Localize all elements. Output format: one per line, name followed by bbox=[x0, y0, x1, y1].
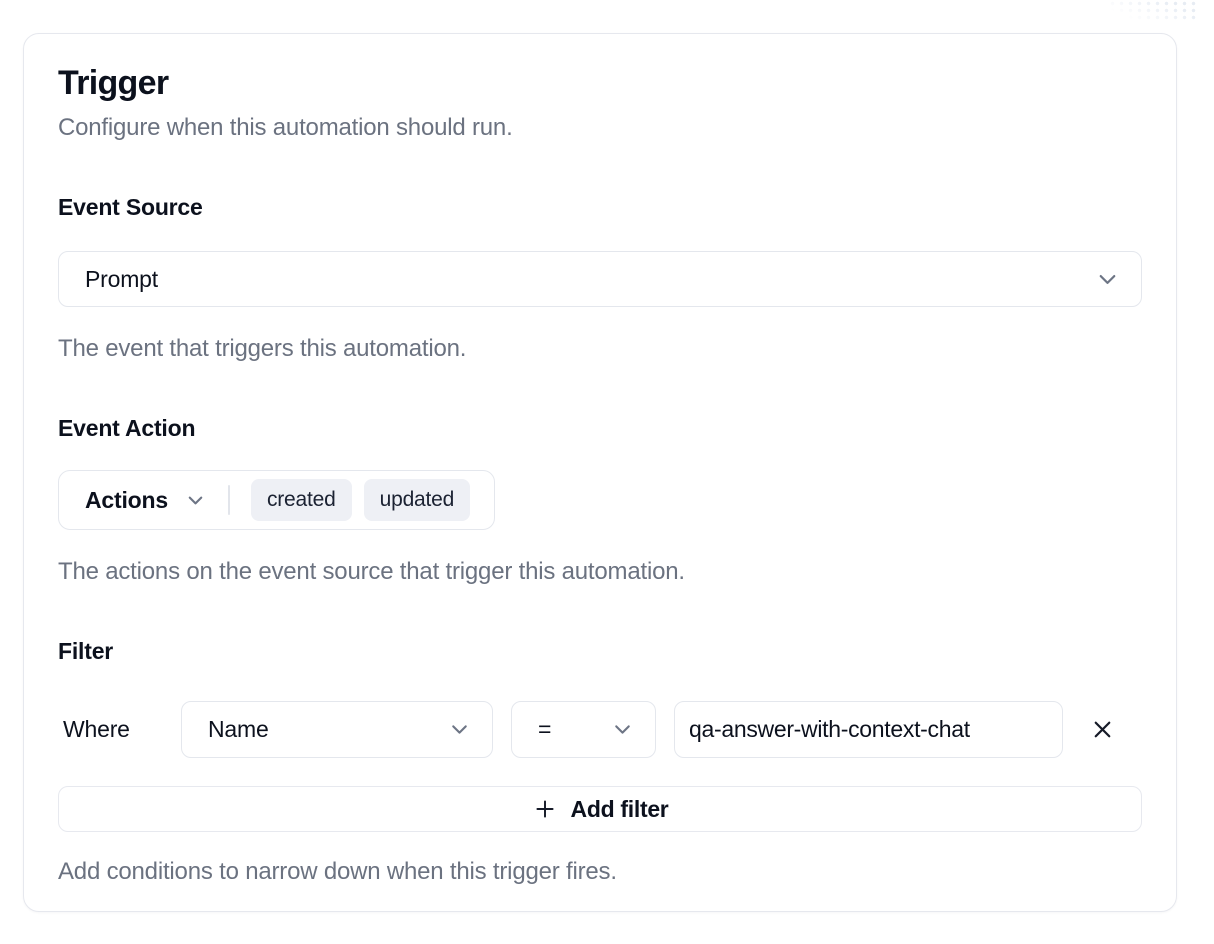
filter-help: Add conditions to narrow down when this … bbox=[58, 858, 617, 886]
vertical-divider bbox=[227, 485, 230, 516]
where-label: Where bbox=[63, 716, 130, 743]
action-chip-created[interactable]: created bbox=[250, 479, 352, 522]
page-title: Trigger bbox=[58, 64, 169, 102]
close-icon bbox=[1089, 716, 1116, 743]
event-action-control: Actions created updated bbox=[58, 470, 496, 531]
event-action-label: Event Action bbox=[58, 415, 196, 442]
add-filter-label: Add filter bbox=[570, 795, 669, 822]
add-filter-button[interactable]: Add filter bbox=[58, 786, 1142, 833]
filter-operator-selected-value: = bbox=[538, 716, 552, 743]
selected-action-chips: created updated bbox=[250, 479, 471, 522]
event-source-help: The event that triggers this automation. bbox=[58, 335, 467, 363]
chevron-down-icon bbox=[184, 489, 207, 512]
event-source-selected-value: Prompt bbox=[85, 265, 158, 292]
filter-value-input[interactable] bbox=[674, 701, 1063, 759]
filter-label: Filter bbox=[58, 638, 114, 665]
chevron-down-icon bbox=[610, 717, 635, 742]
actions-dropdown-label: Actions bbox=[85, 486, 168, 513]
plus-icon bbox=[532, 796, 558, 822]
event-action-section: Event Action Actions created updated The… bbox=[58, 414, 1142, 587]
trigger-card: Trigger Configure when this automation s… bbox=[23, 33, 1177, 912]
event-source-section: Event Source Prompt The event that trigg… bbox=[58, 193, 1142, 364]
filter-row: Where Name = bbox=[58, 701, 1142, 759]
filter-operator-select[interactable]: = bbox=[511, 701, 656, 759]
corner-dot-pattern bbox=[1108, 0, 1200, 22]
action-chip-updated[interactable]: updated bbox=[363, 479, 471, 522]
filter-section: Filter Where Name = bbox=[58, 637, 1142, 887]
actions-dropdown-trigger[interactable]: Actions bbox=[85, 487, 207, 514]
filter-field-selected-value: Name bbox=[208, 716, 269, 743]
remove-filter-button[interactable] bbox=[1085, 712, 1120, 747]
filter-field-select[interactable]: Name bbox=[181, 701, 493, 759]
event-action-help: The actions on the event source that tri… bbox=[58, 558, 685, 586]
chevron-down-icon bbox=[1094, 266, 1121, 293]
event-source-select[interactable]: Prompt bbox=[58, 251, 1142, 308]
chevron-down-icon bbox=[447, 717, 472, 742]
page-subtitle: Configure when this automation should ru… bbox=[58, 114, 513, 142]
event-source-label: Event Source bbox=[58, 194, 203, 221]
